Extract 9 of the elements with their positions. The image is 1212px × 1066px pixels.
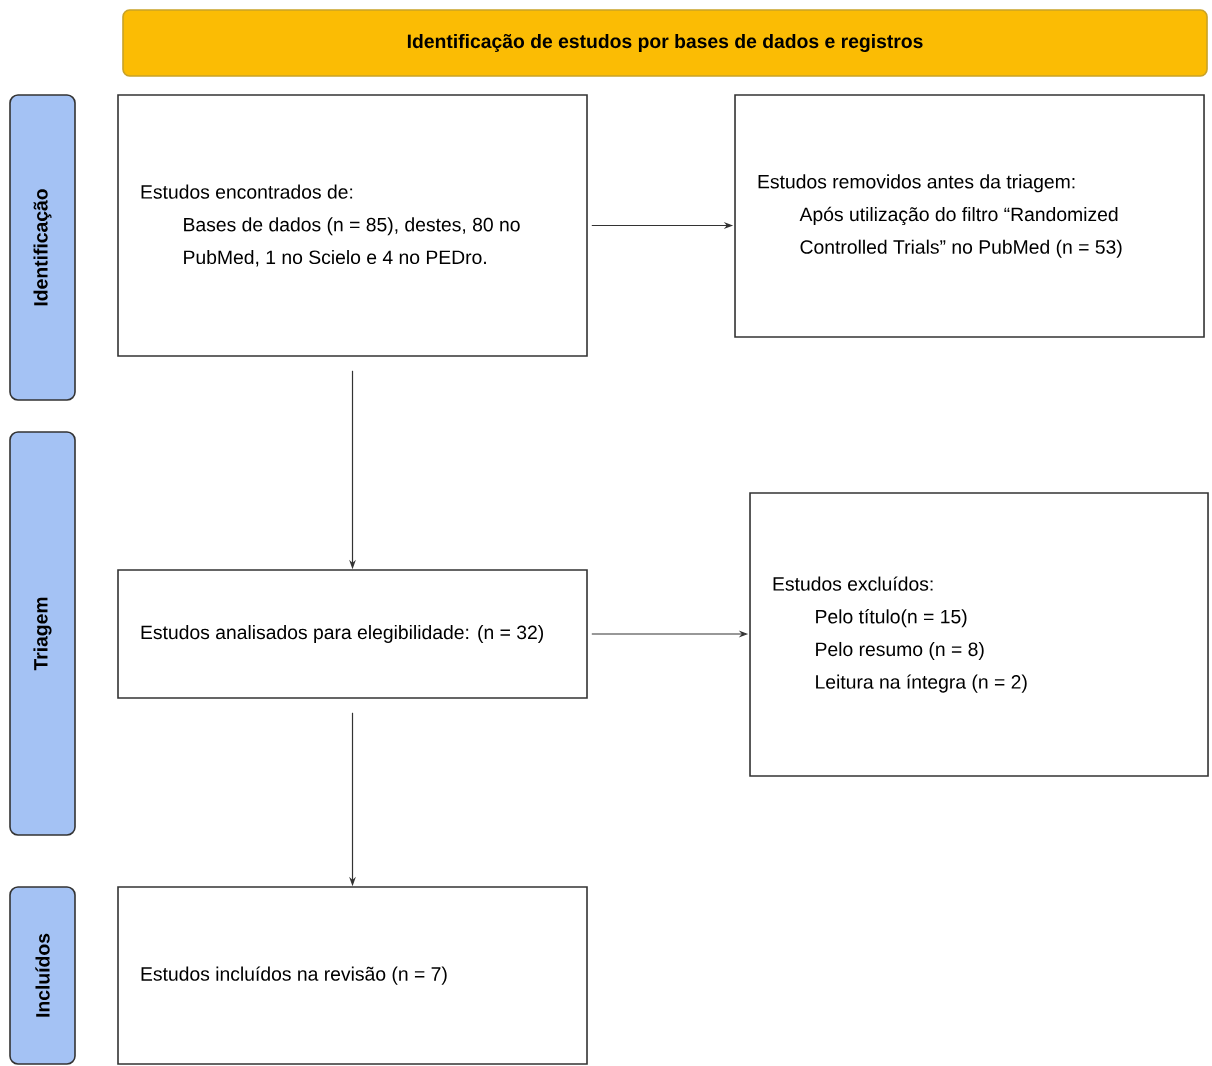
- process-box: Estudos encontrados de: Bases de dados (n = 85), destes, 80 no PubMed, 1 no Scielo e 4 no PEDro.: [117, 94, 588, 357]
- phase-band: Identificação: [9, 94, 76, 401]
- header-band: Identificação de estudos por bases de dados e registros: [122, 9, 1208, 77]
- process-box: Estudos incluídos na revisão (n = 7): [117, 886, 588, 1065]
- phase-band: Incluídos: [9, 886, 76, 1065]
- process-box: Estudos removidos antes da triagem: Após utilização do filtro “Randomized Controlled Trials” no PubMed (n = 53): [734, 94, 1205, 338]
- process-box: Estudos excluídos: Pelo título(n = 15) Pelo resumo (n = 8) Leitura na íntegra (n = 2): [749, 492, 1209, 777]
- process-box: Estudos analisados para elegibilidade: (n = 32): [117, 569, 588, 699]
- phase-band: Triagem: [9, 431, 76, 836]
